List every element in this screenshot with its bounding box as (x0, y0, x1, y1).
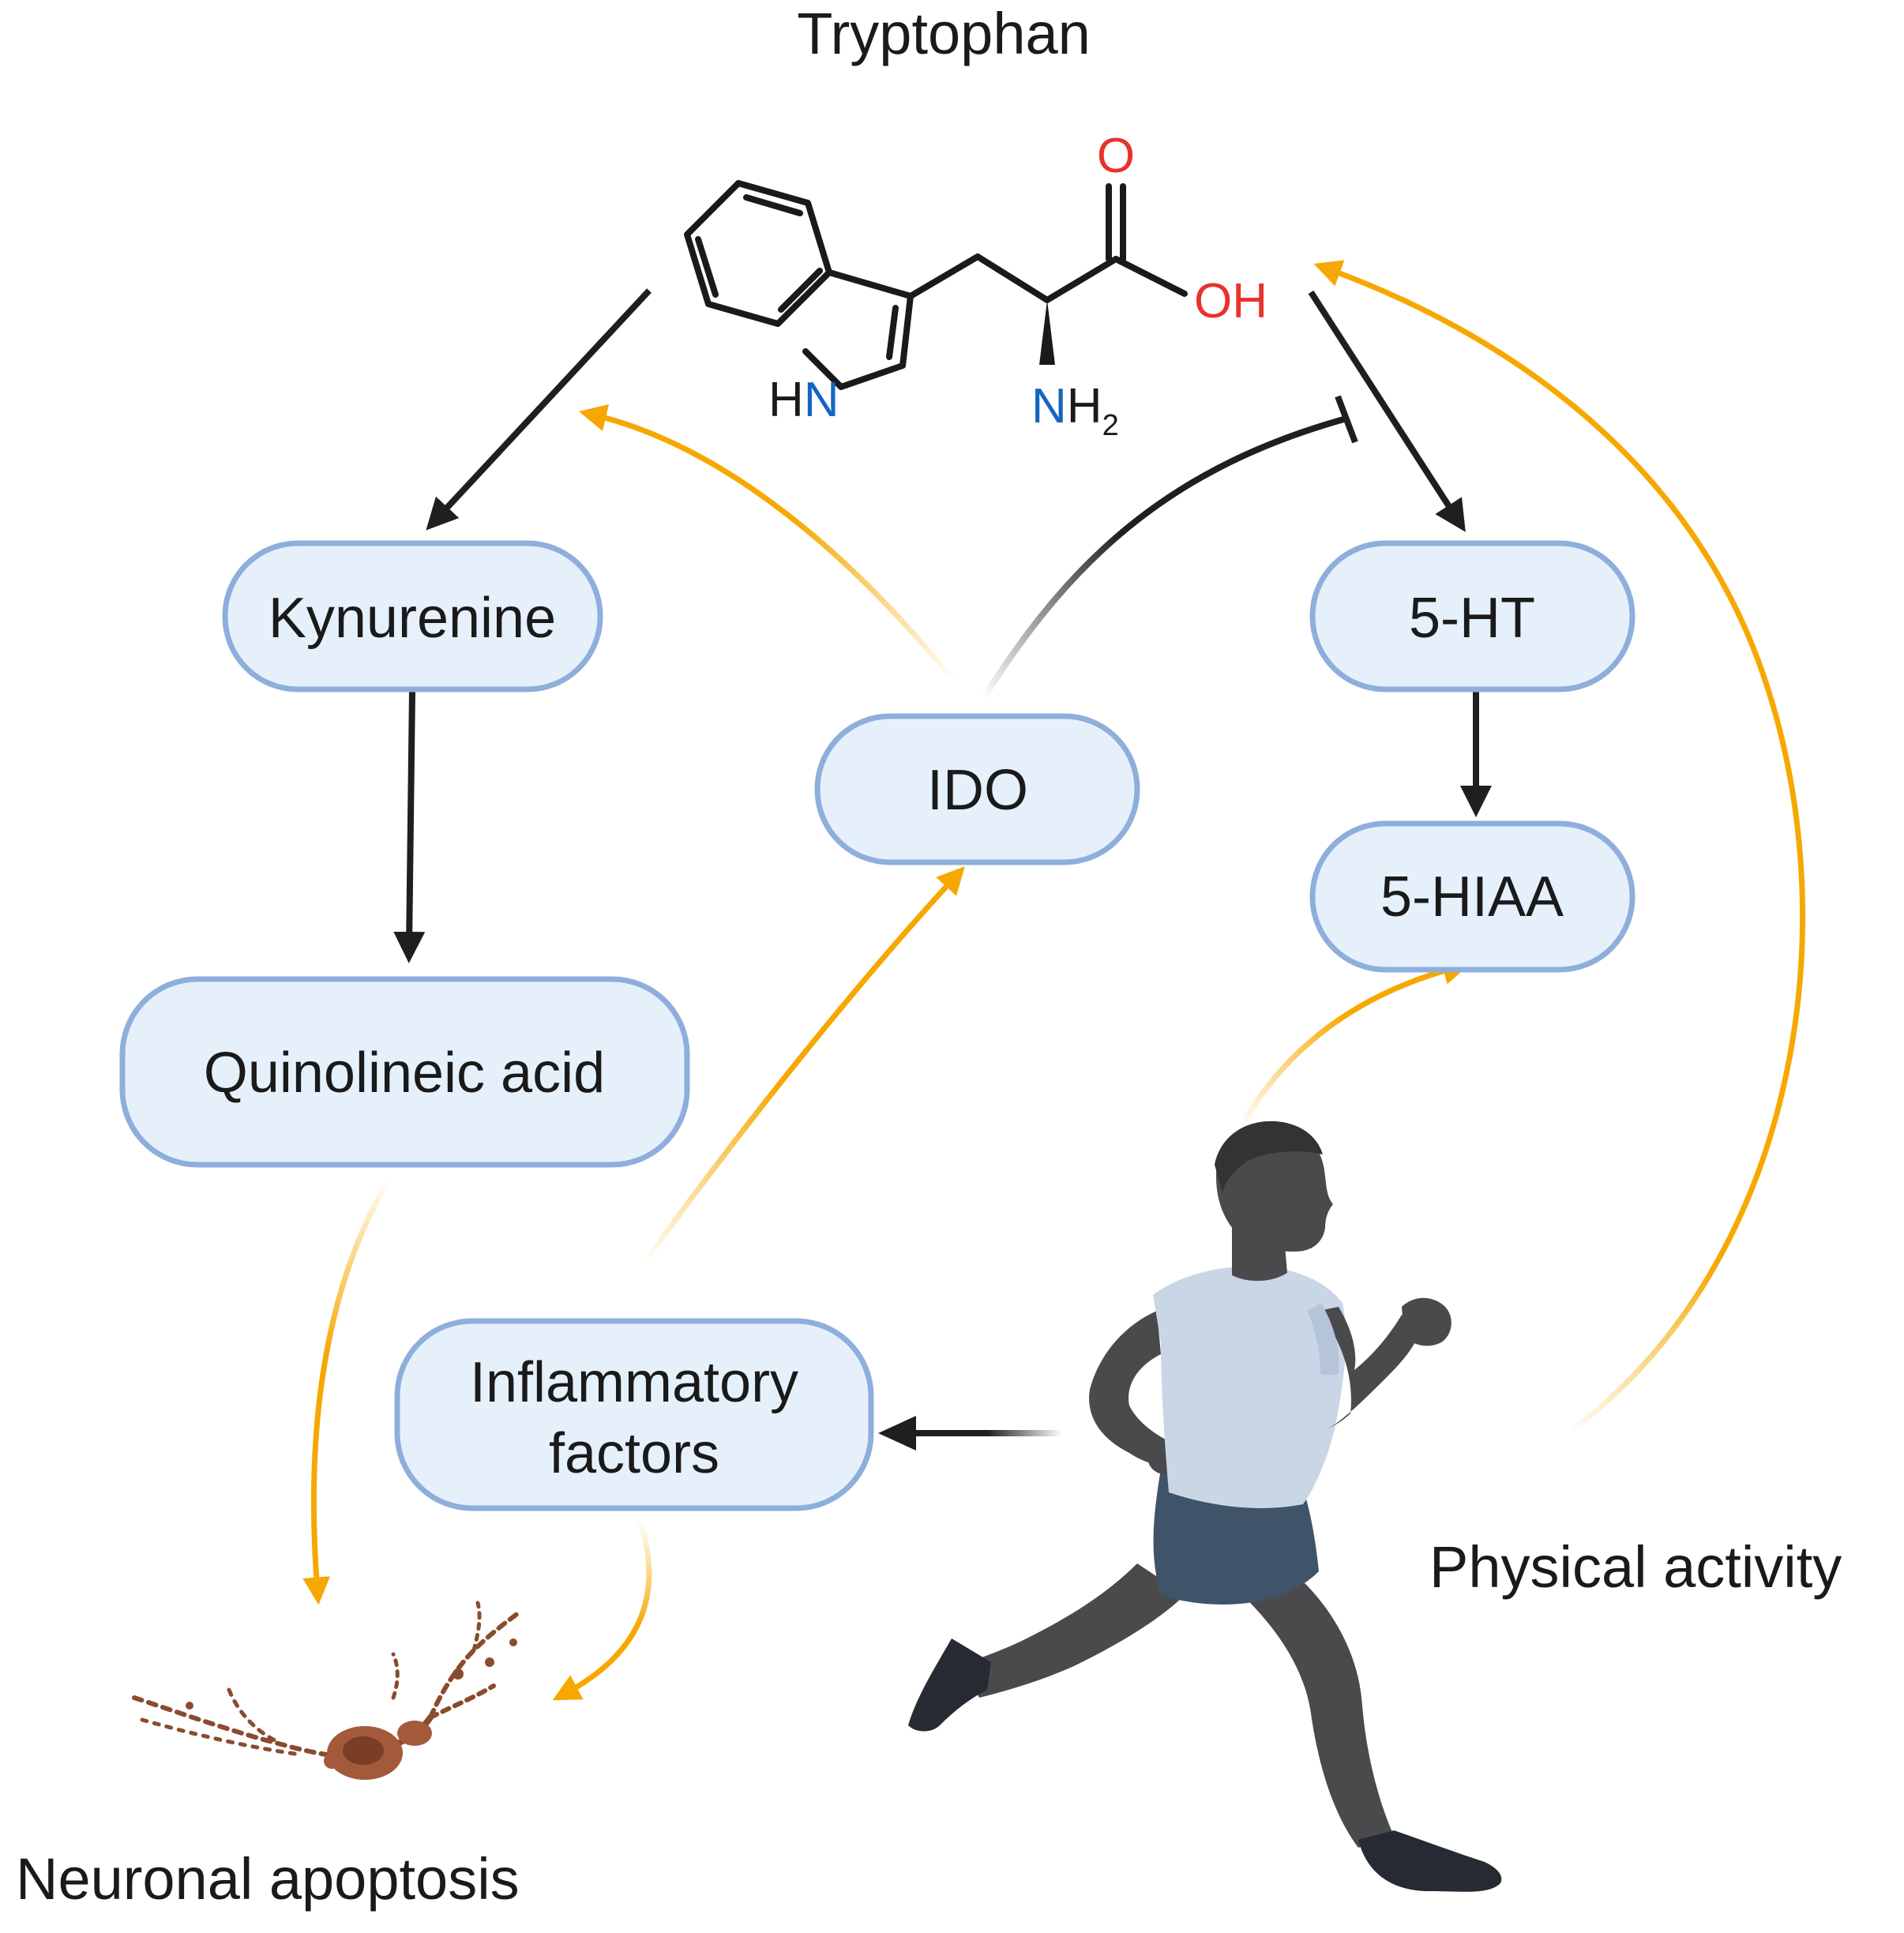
quinolinic-acid-label: Quinolineic acid (204, 1042, 605, 1105)
arrow-activity-to-tryptophan (1313, 260, 1806, 1436)
damaged-neuron-illustration (132, 1601, 524, 1780)
node-ido: IDO (814, 713, 1140, 865)
inflammatory-label-line2: factors (549, 1422, 719, 1485)
arrow-inflammatory-to-apoptosis (552, 1518, 652, 1701)
kynurenine-label: Kynurenine (269, 587, 556, 650)
node-kynurenine: Kynurenine (222, 540, 603, 693)
runner-figure (908, 1120, 1502, 1892)
tryptophan-title: Tryptophan (797, 1, 1091, 66)
arrow-kynurenine-to-quinolinic (393, 691, 426, 963)
ido-label: IDO (927, 759, 1028, 822)
5ht-label: 5-HT (1409, 587, 1535, 650)
node-5ht: 5-HT (1309, 540, 1635, 693)
amine-h: H (1067, 379, 1102, 434)
arrow-activity-to-5hiaa (1237, 957, 1470, 1131)
arrow-activity-to-inflammatory-head (878, 1416, 916, 1451)
ring-nh-n: N (804, 373, 839, 427)
inflammatory-label-line1: Inflammatory (470, 1351, 798, 1414)
arrow-tryptophan-to-5ht (1308, 290, 1466, 532)
carbonyl-oxygen: O (1097, 129, 1135, 183)
5hiaa-label: 5-HIAA (1380, 865, 1564, 929)
amine-n: N (1031, 379, 1067, 434)
node-5hiaa: 5-HIAA (1309, 820, 1635, 973)
amine-group: NH2 (1031, 379, 1119, 442)
ring-nh-h: H (768, 373, 804, 427)
arrow-inflammatory-to-ido (641, 866, 965, 1266)
arrow-ido-to-kynurenine-pathway (578, 403, 958, 685)
ring-nitrogen: HN (768, 373, 839, 427)
node-inflammatory-factors: Inflammatory factors (394, 1318, 874, 1511)
inhibition-bar (1335, 395, 1358, 444)
neuronal-apoptosis-label: Neuronal apoptosis (16, 1846, 520, 1912)
physical-activity-label: Physical activity (1429, 1534, 1842, 1600)
tryptophan-structure (684, 180, 1188, 390)
inhibition-ido-to-5ht-pathway (980, 415, 1348, 701)
arrow-quinolinic-to-apoptosis (302, 1175, 393, 1605)
node-quinolinic-acid: Quinolineic acid (119, 976, 690, 1168)
amine-subscript: 2 (1102, 409, 1119, 442)
hydroxyl-group: OH (1194, 274, 1267, 328)
arrow-tryptophan-to-kynurenine (426, 288, 652, 531)
stereo-wedge-bond (1039, 300, 1055, 365)
